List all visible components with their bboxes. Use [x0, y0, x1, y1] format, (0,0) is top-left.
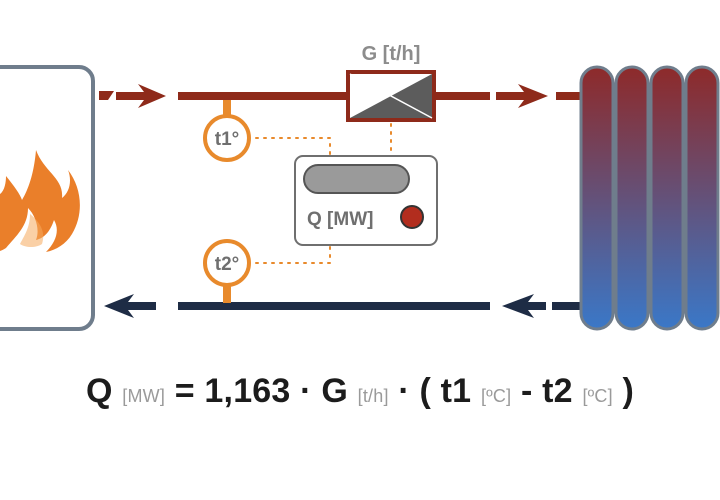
formula-g-unit: [t/h]: [357, 386, 389, 406]
meter-label: G [t/h]: [362, 43, 421, 65]
formula-t1-unit: [ºC]: [480, 386, 512, 406]
radiator-column: [614, 65, 650, 331]
formula-minus-t2: - t2: [520, 372, 573, 410]
flow-arrow-icon: [496, 84, 548, 108]
formula-q: Q: [85, 372, 113, 410]
temp-sensor-t2: t2°: [203, 239, 251, 303]
radiator-icon: [579, 65, 720, 331]
sensor-t1-label: t1°: [215, 129, 240, 150]
calculator-display: [303, 164, 410, 194]
return-line: [104, 294, 590, 318]
flame-icon: [0, 150, 80, 252]
supply-pipe-stub: [556, 92, 590, 100]
flow-arrow-icon: [104, 294, 156, 318]
flow-arrow-icon: [502, 294, 546, 318]
formula-close-paren: ): [622, 372, 635, 410]
flow-meter-icon: G [t/h]: [346, 43, 436, 122]
temp-sensor-t1: t1°: [203, 100, 251, 162]
flame-inner: [20, 214, 44, 247]
indicator-light-icon: [400, 205, 424, 229]
formula-t2-unit: [ºC]: [582, 386, 613, 406]
formula-q-unit: [MW]: [122, 386, 166, 406]
radiator-column: [579, 65, 615, 331]
flow-arrow-icon: [99, 91, 114, 100]
return-pipe-stub: [552, 302, 590, 310]
signal-lines: [255, 123, 392, 264]
supply-pipe-left: [178, 92, 348, 100]
heat-formula: Q [MW] = 1,163 · G [t/h] · ( t1 [ºC] - t…: [0, 372, 720, 411]
boiler: [0, 65, 95, 331]
radiator-column: [684, 65, 720, 331]
calculator-label: Q [MW]: [307, 209, 373, 230]
formula-dot-paren: · ( t1: [398, 372, 472, 410]
supply-line: [99, 84, 590, 108]
radiator-column: [649, 65, 685, 331]
sensor-t2-label: t2°: [215, 254, 240, 275]
formula-equals-const: = 1,163 · G: [174, 372, 348, 410]
supply-pipe-right: [434, 92, 490, 100]
heat-calculator: Q [MW]: [294, 155, 438, 246]
return-pipe: [178, 302, 490, 310]
flow-arrow-icon: [116, 84, 166, 108]
